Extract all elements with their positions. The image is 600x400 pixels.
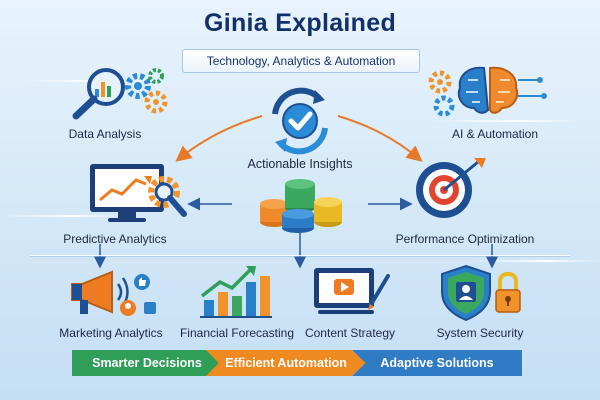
bottom-item-label: System Security <box>436 326 524 340</box>
megaphone-icon <box>71 270 156 316</box>
section-divider <box>30 255 570 256</box>
arrow-insights-to-data <box>175 115 263 162</box>
video-monitor-icon <box>314 268 390 314</box>
growth-chart-icon <box>200 266 272 318</box>
light-streak <box>470 260 600 262</box>
coin-stack-green <box>285 179 315 213</box>
magnifier-gears-icon <box>72 68 168 120</box>
bottom-item-label: Marketing Analytics <box>59 326 163 340</box>
coin-stack-orange <box>260 199 288 227</box>
ai-automation-label: AI & Automation <box>451 127 539 141</box>
cycle-checkmark-icon <box>272 87 328 155</box>
bottom-item-label: Content Strategy <box>304 326 396 340</box>
coin-stack-yellow <box>314 197 342 227</box>
predictive-analytics-label: Predictive Analytics <box>63 232 167 246</box>
target-arrow-icon <box>416 158 486 218</box>
band-smarter-decisions: Smarter Decisions <box>72 350 222 376</box>
coin-stacks-icon <box>260 179 342 233</box>
ai-brain-gears-icon <box>428 66 547 117</box>
band-efficient-automation: Efficient Automation <box>206 350 366 376</box>
page-title: Ginia Explained <box>203 9 397 37</box>
coin-stack-blue <box>282 209 314 233</box>
actionable-insights-label: Actionable Insights <box>247 157 353 171</box>
bottom-item-label: Financial Forecasting <box>179 326 295 340</box>
arrow-insights-to-ai <box>337 115 423 162</box>
light-streak <box>0 215 120 217</box>
monitor-chart-gear-icon <box>90 164 187 222</box>
data-analysis-label: Data Analysis <box>68 127 142 141</box>
performance-optimization-label: Performance Optimization <box>395 232 535 246</box>
shield-lock-icon <box>441 264 521 322</box>
light-streak <box>430 120 580 122</box>
subtitle-banner: Technology, Analytics & Automation <box>182 49 420 73</box>
band-adaptive-solutions: Adaptive Solutions <box>352 350 522 376</box>
